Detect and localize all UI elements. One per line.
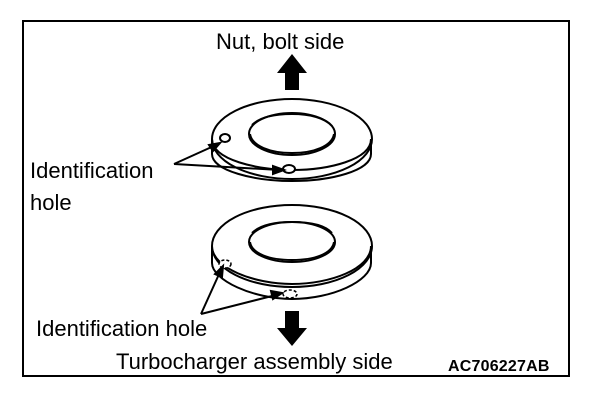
leader-lines-upper [173,141,287,176]
lower-washer [211,204,373,301]
identification-hole-upper-b [282,164,296,174]
diagram-frame [22,20,570,377]
label-identification-hole-lower: Identification hole [36,316,208,341]
figure-code: AC706227AB [448,358,550,375]
arrow-down-icon [277,311,307,346]
label-turbocharger-assembly-side: Turbocharger assembly side [116,349,393,374]
upper-washer [211,98,373,183]
identification-hole-lower-b [282,289,298,299]
leader-lines-lower [200,263,285,315]
arrow-up-icon [277,54,307,90]
label-nut-bolt-side: Nut, bolt side [216,29,345,54]
label-identification-hole-upper: Identification hole [30,158,154,215]
identification-hole-upper-a [219,133,231,143]
